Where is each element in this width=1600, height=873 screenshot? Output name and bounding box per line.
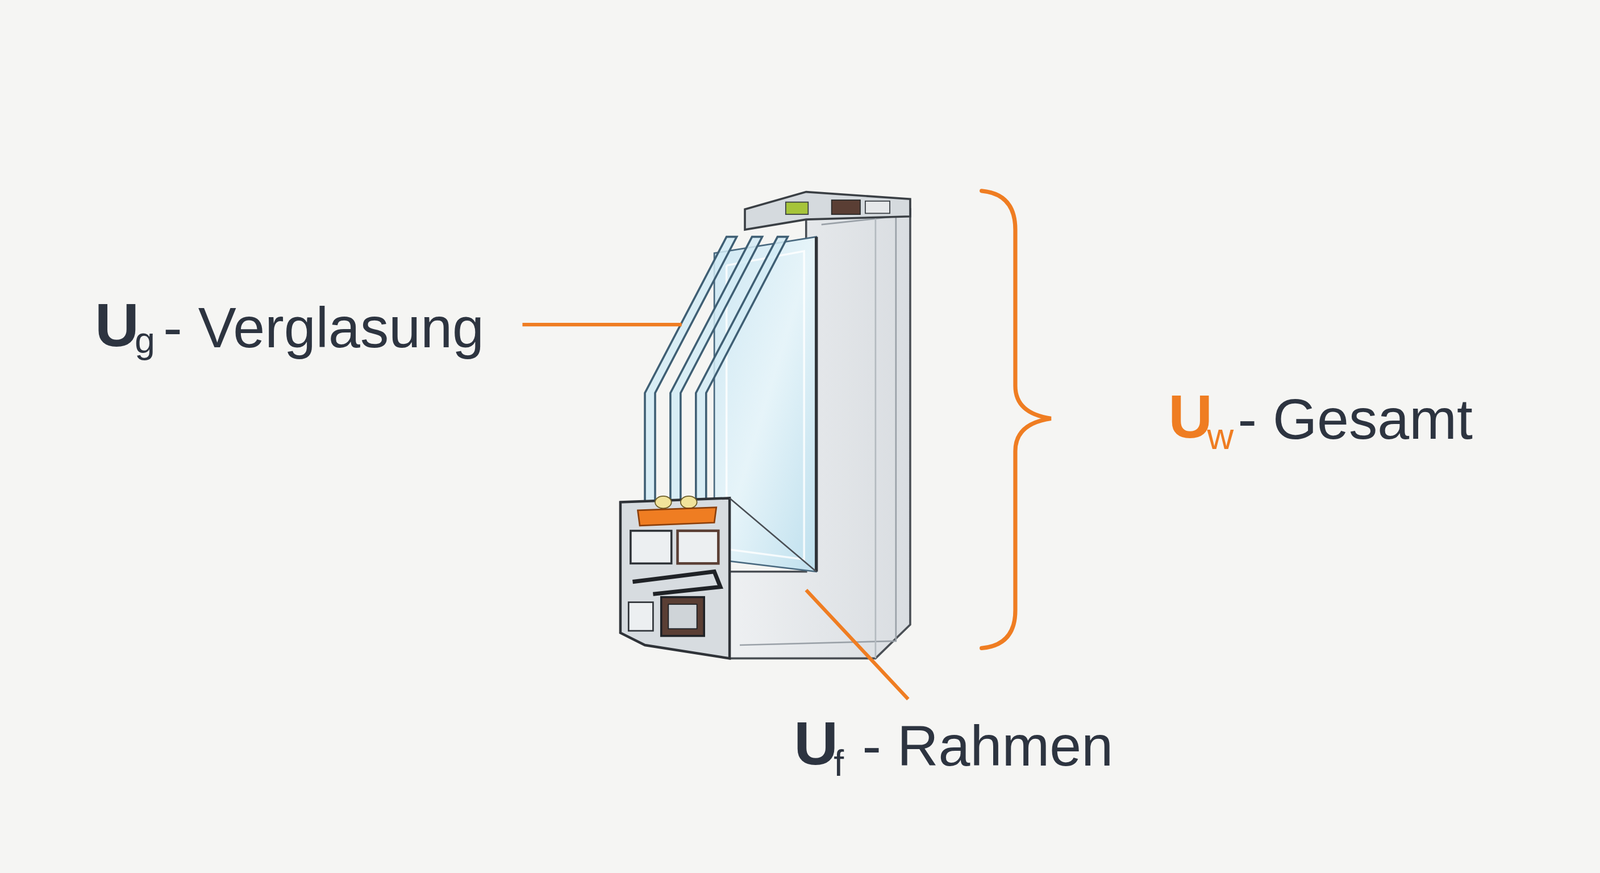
seal xyxy=(632,571,720,595)
subscript: f xyxy=(833,744,844,782)
brace xyxy=(981,190,1052,649)
steel-reinforcement xyxy=(661,597,704,636)
sash-edge xyxy=(814,236,818,572)
top-chamber xyxy=(865,201,890,214)
glass-reflection xyxy=(726,251,804,560)
bottom-profile xyxy=(620,497,730,658)
spacer xyxy=(655,496,672,509)
frame-edge xyxy=(875,216,877,659)
leader-line xyxy=(522,322,682,327)
top-profile xyxy=(744,192,911,230)
chamber xyxy=(630,530,672,564)
top-gasket xyxy=(785,202,809,215)
gasket xyxy=(637,507,716,526)
symbol-letter: U xyxy=(793,713,839,775)
subscript: g xyxy=(134,322,156,360)
glass-pane xyxy=(696,236,789,503)
chamber xyxy=(677,530,719,564)
label-text: - Rahmen xyxy=(862,717,1114,775)
label-text: - Verglasung xyxy=(163,298,485,356)
frame-edge xyxy=(729,497,817,572)
top-chamber xyxy=(831,200,861,215)
label-text: - Gesamt xyxy=(1237,390,1473,448)
chamber xyxy=(668,603,697,629)
spacer xyxy=(680,496,698,509)
subscript: w xyxy=(1207,417,1235,455)
symbol-letter: U xyxy=(94,294,140,357)
chamber xyxy=(628,602,653,631)
leader-line xyxy=(806,589,909,699)
symbol-letter: U xyxy=(1168,386,1213,449)
